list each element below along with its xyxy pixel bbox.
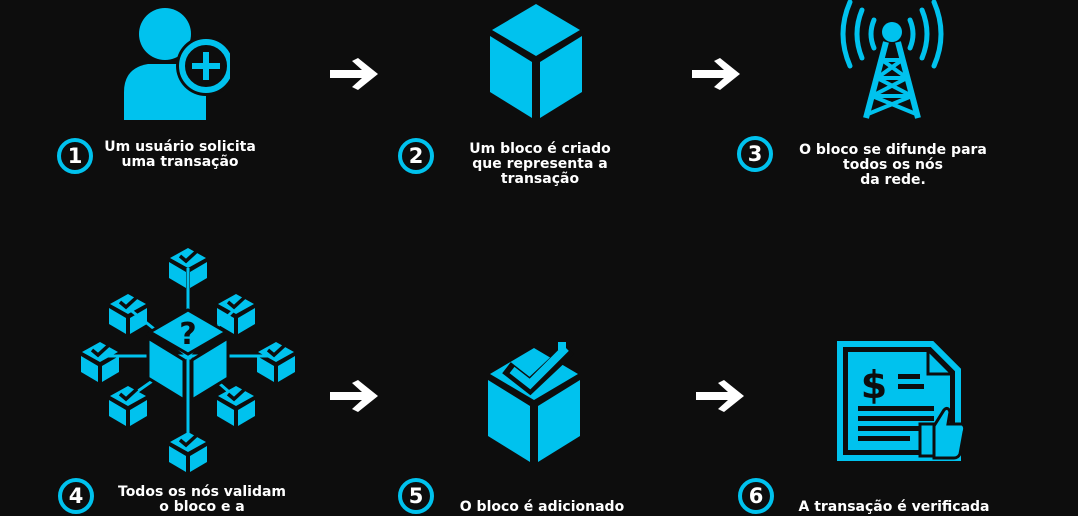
step-caption: Um bloco é criado que representa a trans… (469, 141, 611, 187)
arrow-right-icon (692, 58, 740, 90)
svg-text:?: ? (179, 317, 196, 352)
step-caption: A transação é verificada (798, 499, 990, 515)
step-number-badge: 2 (398, 138, 434, 174)
step-number-badge: 6 (738, 478, 774, 514)
arrow-right-icon (330, 380, 378, 412)
user-add-icon (124, 8, 230, 120)
svg-text:$: $ (861, 363, 887, 407)
invoice-approved-icon: $ (837, 341, 966, 461)
step-number-badge: 4 (58, 478, 94, 514)
cube-icon (490, 4, 582, 118)
arrow-right-icon (696, 380, 744, 412)
cube-check-icon (488, 342, 580, 462)
step-caption: O bloco é adicionado (459, 499, 625, 515)
broadcast-tower-icon (840, 0, 944, 119)
step-caption: Todos os nós validam o bloco e a (118, 484, 286, 515)
step-caption: Um usuário solicita uma transação (104, 139, 256, 170)
step-number-badge: 3 (737, 136, 773, 172)
step-caption: O bloco se difunde para todos os nós da … (799, 142, 987, 188)
step-number-badge: 1 (57, 138, 93, 174)
step-number-badge: 5 (398, 478, 434, 514)
arrow-right-icon (330, 58, 378, 90)
network-validation-icon: ? (80, 246, 297, 474)
